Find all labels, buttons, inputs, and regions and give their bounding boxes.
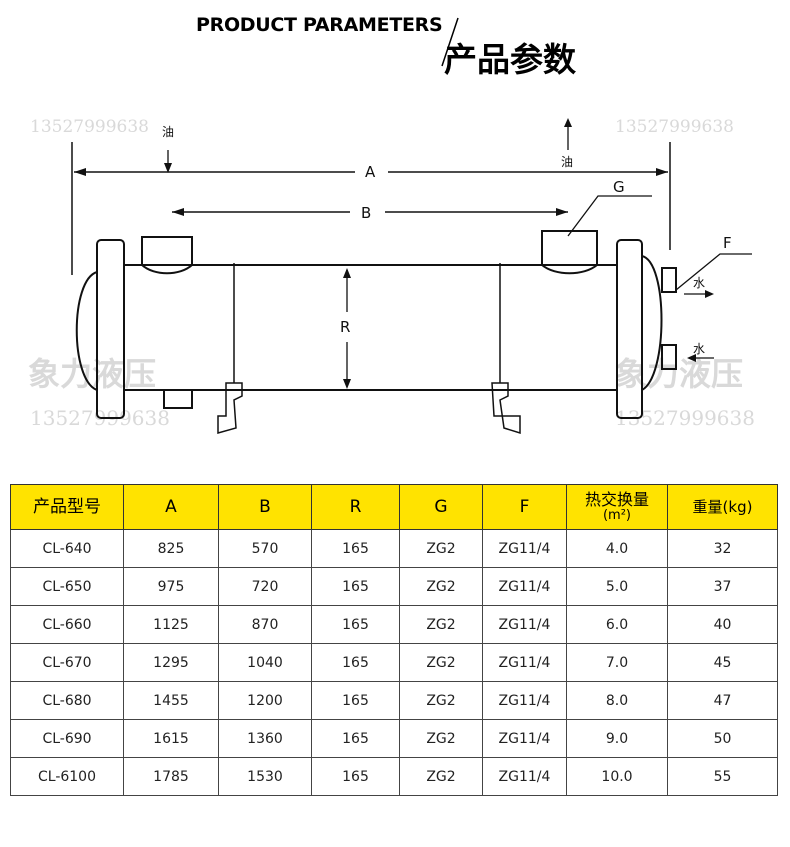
cell-r: 165 [311, 529, 400, 568]
cell-heat-exchange: 5.0 [566, 567, 668, 606]
cell-model: CL-680 [10, 681, 124, 720]
cell-a: 1615 [123, 719, 219, 758]
cell-b: 720 [218, 567, 312, 606]
cell-model: CL-690 [10, 719, 124, 758]
cell-b: 1360 [218, 719, 312, 758]
cell-a: 1455 [123, 681, 219, 720]
cell-f: ZG11/4 [482, 757, 567, 796]
table-header-row: 产品型号 A B R G F 热交换量 (m²) 重量(kg) [10, 484, 778, 530]
cell-f: ZG11/4 [482, 643, 567, 682]
cell-weight: 55 [667, 757, 778, 796]
cell-weight: 32 [667, 529, 778, 568]
title-chinese: 产品参数 [444, 40, 576, 79]
header-f: F [482, 484, 567, 530]
cell-b: 1040 [218, 643, 312, 682]
cell-f: ZG11/4 [482, 529, 567, 568]
watermark-phone-top-right: 13527999638 [615, 117, 734, 137]
heat-exchanger-diagram: 13527999638 13527999638 象力液压 13527999638… [28, 117, 755, 435]
cell-g: ZG2 [399, 643, 483, 682]
header-b: B [218, 484, 312, 530]
cell-model: CL-660 [10, 605, 124, 644]
cell-f: ZG11/4 [482, 719, 567, 758]
cell-a: 825 [123, 529, 219, 568]
cell-heat-exchange: 4.0 [566, 529, 668, 568]
cell-g: ZG2 [399, 757, 483, 796]
cell-a: 1125 [123, 605, 219, 644]
cell-model: CL-640 [10, 529, 124, 568]
cell-a: 1785 [123, 757, 219, 796]
cell-model: CL-670 [10, 643, 124, 682]
cell-f: ZG11/4 [482, 605, 567, 644]
cell-b: 1530 [218, 757, 312, 796]
cell-b: 1200 [218, 681, 312, 720]
water-outlet-label: 水 [693, 276, 705, 290]
cell-heat-exchange: 10.0 [566, 757, 668, 796]
cell-a: 1295 [123, 643, 219, 682]
header-r: R [311, 484, 400, 530]
cell-g: ZG2 [399, 681, 483, 720]
cell-a: 975 [123, 567, 219, 606]
dimension-label-b: B [361, 204, 371, 222]
cell-weight: 50 [667, 719, 778, 758]
oil-inlet-label: 油 [162, 125, 174, 139]
cell-heat-exchange: 9.0 [566, 719, 668, 758]
watermark-brand-right: 象力液压 [615, 355, 743, 393]
cell-r: 165 [311, 719, 400, 758]
cell-model: CL-6100 [10, 757, 124, 796]
dimension-label-a: A [365, 163, 376, 181]
cell-r: 165 [311, 681, 400, 720]
cell-f: ZG11/4 [482, 681, 567, 720]
cell-b: 570 [218, 529, 312, 568]
dimension-label-r: R [340, 318, 350, 336]
cell-g: ZG2 [399, 529, 483, 568]
cell-heat-exchange: 6.0 [566, 605, 668, 644]
dimension-label-g: G [613, 178, 625, 196]
header-weight: 重量(kg) [667, 484, 778, 530]
header-model: 产品型号 [10, 484, 124, 530]
cell-weight: 40 [667, 605, 778, 644]
title-divider [441, 17, 459, 67]
cell-model: CL-650 [10, 567, 124, 606]
cell-weight: 47 [667, 681, 778, 720]
cell-r: 165 [311, 605, 400, 644]
cell-r: 165 [311, 757, 400, 796]
water-inlet-label: 水 [693, 342, 705, 356]
cell-heat-exchange: 8.0 [566, 681, 668, 720]
cell-g: ZG2 [399, 605, 483, 644]
cell-r: 165 [311, 643, 400, 682]
watermark-phone-top-left: 13527999638 [30, 117, 149, 137]
header-heat-exchange-label: 热交换量 [584, 490, 649, 510]
dimension-label-f: F [723, 234, 732, 252]
title-english: PRODUCT PARAMETERS [196, 14, 443, 36]
cell-weight: 45 [667, 643, 778, 682]
cell-heat-exchange: 7.0 [566, 643, 668, 682]
cell-g: ZG2 [399, 719, 483, 758]
cell-weight: 37 [667, 567, 778, 606]
header-g: G [399, 484, 483, 530]
cell-b: 870 [218, 605, 312, 644]
oil-outlet-label: 油 [561, 155, 573, 169]
header-heat-exchange-unit: (m²) [602, 507, 632, 523]
header-a: A [123, 484, 219, 530]
cell-f: ZG11/4 [482, 567, 567, 606]
header-heat-exchange: 热交换量 (m²) [566, 484, 668, 530]
cell-r: 165 [311, 567, 400, 606]
cell-g: ZG2 [399, 567, 483, 606]
